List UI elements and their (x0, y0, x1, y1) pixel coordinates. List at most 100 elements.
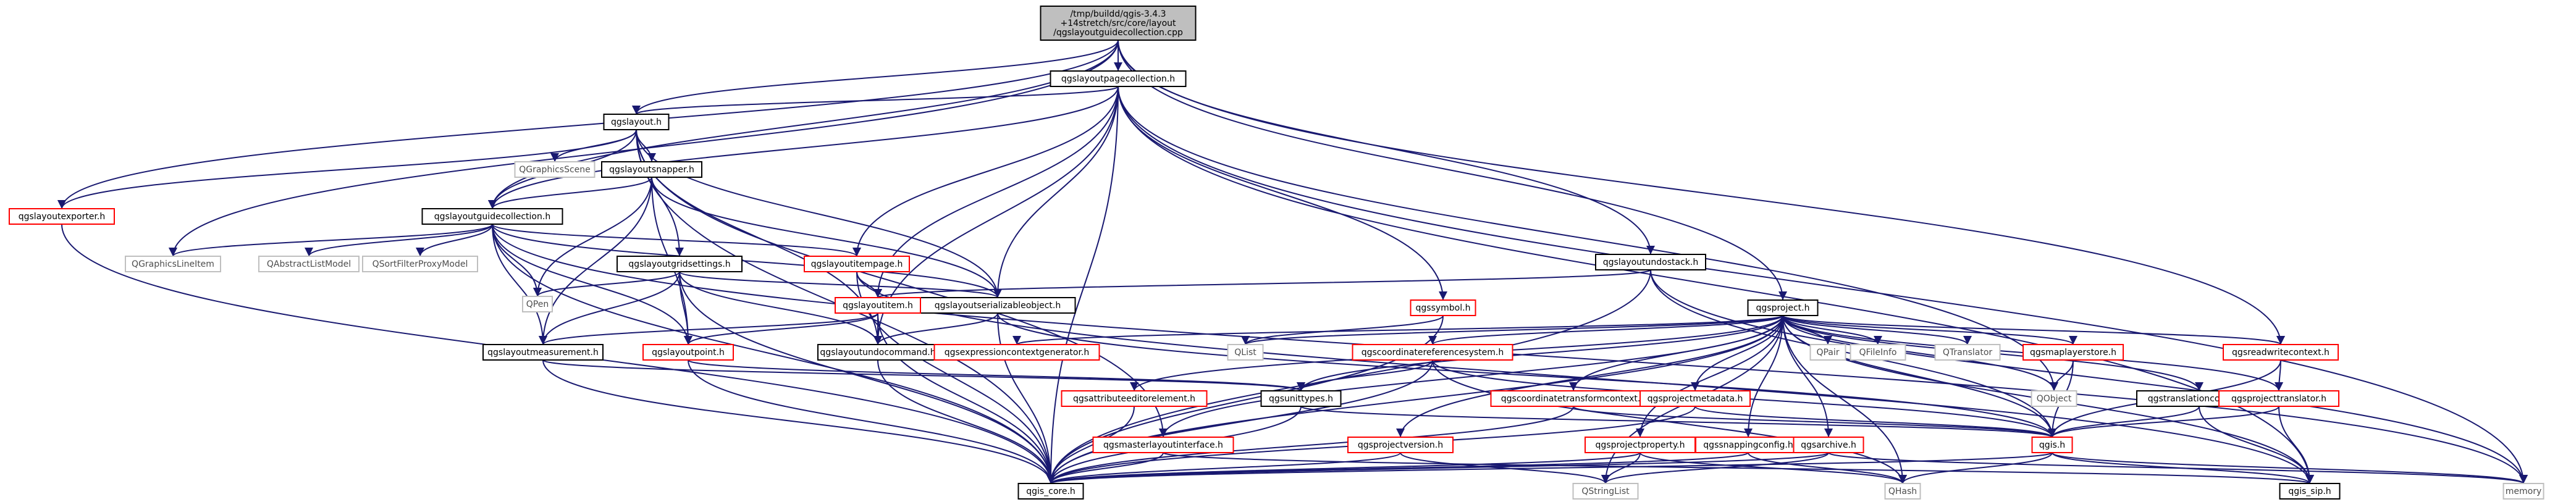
node-snapper[interactable]: qgslayoutsnapper.h (601, 161, 702, 178)
node-box (1793, 437, 1864, 453)
edge-qgis-to-memory (2052, 452, 2528, 484)
node-exprgen[interactable]: qgsexpressioncontextgenerator.h (933, 344, 1100, 361)
node-attreditor[interactable]: qgsattributeeditorelement.h (1061, 390, 1208, 407)
node-layoutitem[interactable]: qgslayoutitem.h (835, 297, 921, 314)
node-projproperty[interactable]: qgsprojectproperty.h (1585, 437, 1696, 453)
node-box (2031, 390, 2077, 407)
node-box (601, 161, 702, 178)
edge-projmeta-to-qgis (1694, 406, 2056, 438)
node-box (9, 208, 115, 225)
node-box (125, 256, 221, 272)
edge-snapconfig-to-qgscore (1046, 452, 1749, 484)
node-box (1061, 390, 1208, 407)
node-undostack[interactable]: qgslayoutundostack.h (1595, 254, 1706, 270)
node-layout[interactable]: qgslayout.h (603, 114, 670, 130)
edge-projtranslator-to-qgis (2048, 406, 2279, 438)
node-box (1040, 6, 1197, 41)
edge-guidecoll-to-qpen (492, 224, 542, 297)
node-box (933, 344, 1100, 361)
edge-ctcontext-to-qgis (1573, 406, 2056, 438)
node-pagecoll[interactable]: qgslayoutpagecollection.h (1050, 70, 1187, 87)
edge-project-to-qobject (1782, 315, 2058, 391)
node-label: qgscoordinatetransformcontext.h (1501, 394, 1646, 404)
edge-measurement-to-unittypes (542, 359, 1305, 391)
node-serializable[interactable]: qgslayoutserializableobject.h (919, 297, 1076, 314)
node-box (1050, 70, 1187, 87)
node-mlinterface[interactable]: qgsmasterlayoutinterface.h (1092, 437, 1234, 453)
node-root[interactable]: /tmp/buildd/qgis-3.4.3+14stretch/src/cor… (1040, 6, 1197, 41)
node-itempage[interactable]: qgslayoutitempage.h (804, 256, 910, 272)
node-box (1572, 483, 1639, 500)
node-qgis[interactable]: qgis.h (2031, 437, 2073, 453)
node-label: qgsmasterlayoutinterface.h (1103, 440, 1223, 450)
edge-layout-to-serializable (636, 129, 1002, 298)
node-label: qgslayoutexporter.h (19, 212, 106, 222)
edge-crs-to-unittypes (1297, 359, 1433, 391)
edge-gridsettings-to-qgscore (679, 271, 1055, 484)
node-projtranslator[interactable]: qgsprojecttranslator.h (2218, 390, 2339, 407)
edge-undostack-to-memory (1650, 269, 2528, 484)
node-label: QFileInfo (1859, 348, 1897, 358)
node-box (642, 344, 734, 361)
node-label: +14stretch/src/core/layout (1060, 19, 1176, 28)
node-box (1490, 390, 1657, 407)
node-box (258, 256, 360, 272)
node-box (482, 344, 604, 361)
edge-guidecoll-to-layoutpoint (492, 224, 692, 345)
node-label: QSortFilterProxyModel (373, 259, 468, 269)
node-mlstore[interactable]: qgsmaplayerstore.h (2022, 344, 2124, 361)
edge-guidecoll-to-qsfpm (416, 224, 493, 257)
edge-project-to-readwritectx (1782, 315, 2285, 345)
node-projmeta[interactable]: qgsprojectmetadata.h (1639, 390, 1751, 407)
node-label: QPair (1816, 348, 1839, 358)
node-gscene: QGraphicsScene (514, 161, 596, 178)
node-projversion[interactable]: qgsprojectversion.h (1347, 437, 1454, 453)
node-snapconfig[interactable]: qgssnappingconfig.h (1695, 437, 1801, 453)
node-box (1092, 437, 1234, 453)
edge-project-to-mlinterface (1159, 315, 1783, 438)
node-box (603, 114, 670, 130)
edge-pagecoll-to-symbol (1118, 86, 1447, 301)
node-label: memory (2506, 487, 2542, 496)
node-box (1352, 344, 1513, 361)
edge-pagecoll-to-layoutitem (873, 86, 1119, 298)
edge-pagecoll-to-memory (1118, 86, 2528, 484)
node-layoutpoint[interactable]: qgslayoutpoint.h (642, 344, 734, 361)
node-box (1850, 344, 1906, 361)
edge-root-to-project (1118, 40, 1787, 301)
node-label: qgsprojecttranslator.h (2231, 394, 2326, 404)
edge-undocmd-to-qgscore (877, 359, 1055, 484)
node-exporter[interactable]: qgslayoutexporter.h (9, 208, 115, 225)
node-qhash: QHash (1884, 483, 1921, 500)
node-label: qgis_core.h (1026, 487, 1075, 496)
node-qgissip[interactable]: qgis_sip.h (2279, 483, 2341, 500)
edge-pagecoll-to-qobject (1118, 86, 2058, 391)
node-label: qgsunittypes.h (1269, 394, 1333, 404)
node-readwritectx[interactable]: qgsreadwritecontext.h (2223, 344, 2339, 361)
node-qgscore[interactable]: qgis_core.h (1017, 483, 1084, 500)
edge-qgis-to-qgissip (2052, 452, 2314, 484)
node-qobject: QObject (2031, 390, 2077, 407)
node-symbol[interactable]: qgssymbol.h (1410, 299, 1476, 316)
edge-project-to-qhash (1782, 315, 1907, 484)
node-label: qgslayoutsnapper.h (609, 165, 694, 175)
node-gridsettings[interactable]: qgslayoutgridsettings.h (617, 256, 743, 272)
node-undocmd[interactable]: qgslayoutundocommand.h (817, 344, 938, 361)
node-label: /qgslayoutguidecollection.cpp (1053, 28, 1183, 38)
node-project[interactable]: qgsproject.h (1747, 299, 1819, 316)
node-label: qgsprojectproperty.h (1596, 440, 1685, 450)
node-label: qgis.h (2039, 440, 2065, 450)
node-crs[interactable]: qgscoordinatereferencesystem.h (1352, 344, 1513, 361)
node-label: qgslayoutgridsettings.h (628, 259, 730, 269)
node-ctcontext[interactable]: qgscoordinatetransformcontext.h (1490, 390, 1657, 407)
node-box (835, 297, 921, 314)
node-qtranslator: QTranslator (1934, 344, 2001, 361)
node-box (1639, 390, 1751, 407)
node-measurement[interactable]: qgslayoutmeasurement.h (482, 344, 604, 361)
node-guidecoll[interactable]: qgslayoutguidecollection.h (421, 208, 563, 225)
node-archive[interactable]: qgsarchive.h (1793, 437, 1864, 453)
edge-undostack-to-layoutitem (873, 269, 1651, 298)
node-box (1585, 437, 1696, 453)
node-box (1410, 299, 1476, 316)
node-unittypes[interactable]: qgsunittypes.h (1260, 390, 1342, 407)
